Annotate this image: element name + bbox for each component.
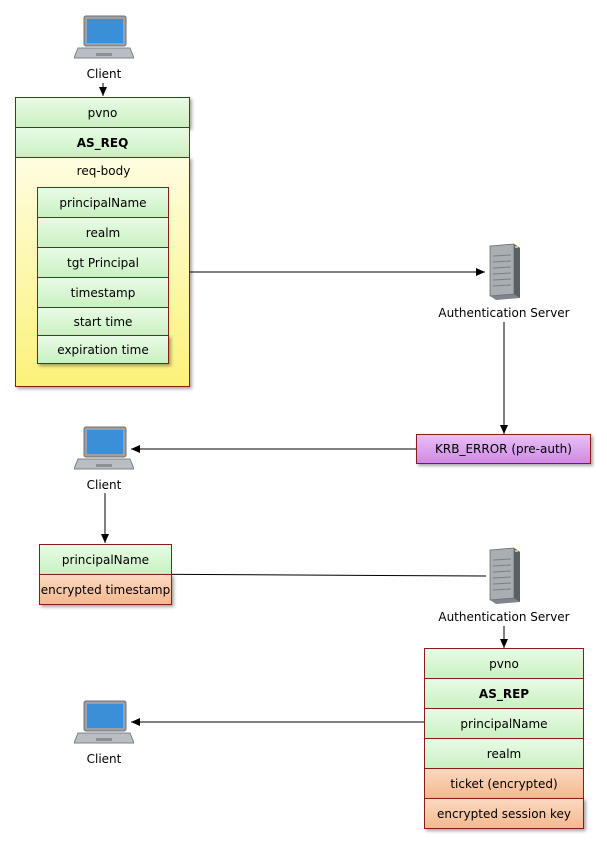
- asrep-msg-type: AS_REP: [424, 678, 584, 709]
- client-bottom: Client: [74, 699, 134, 769]
- asreq-msg-type: AS_REQ: [15, 127, 190, 158]
- asrep-session-key: encrypted session key: [424, 798, 584, 829]
- client-top: Client: [74, 14, 134, 84]
- client-label: Client: [86, 478, 122, 492]
- server-icon: [489, 547, 520, 604]
- server-label: Authentication Server: [438, 306, 570, 320]
- asrep-ticket: ticket (encrypted): [424, 768, 584, 799]
- laptop-icon: [74, 700, 134, 744]
- client-label: Client: [86, 67, 122, 81]
- asreq-field-timestamp: timestamp: [37, 277, 169, 308]
- laptop-icon: [74, 15, 134, 59]
- server-label: Authentication Server: [438, 610, 570, 624]
- client-label: Client: [86, 752, 122, 766]
- asreq-field-tgt: tgt Principal: [37, 247, 169, 278]
- auth-server-2: Authentication Server: [438, 546, 570, 628]
- krb-error-box: KRB_ERROR (pre-auth): [416, 434, 591, 464]
- asrep-realm: realm: [424, 738, 584, 769]
- asrep-pvno: pvno: [424, 648, 584, 679]
- auth-server-1: Authentication Server: [438, 242, 570, 324]
- server-icon: [489, 243, 520, 300]
- asreq-pvno: pvno: [15, 97, 190, 128]
- asreq-field-realm: realm: [37, 217, 169, 248]
- laptop-icon: [74, 426, 134, 470]
- asreq-field-principal: principalName: [37, 187, 169, 218]
- client-middle: Client: [74, 425, 134, 495]
- preauth-enc-timestamp: encrypted timestamp: [39, 574, 172, 605]
- preauth-principal: principalName: [39, 544, 172, 575]
- asreq-field-expiration: expiration time: [37, 335, 169, 364]
- asrep-principal: principalName: [424, 708, 584, 739]
- asreq-field-start: start time: [37, 307, 169, 336]
- req-body-label: req-body: [76, 164, 131, 178]
